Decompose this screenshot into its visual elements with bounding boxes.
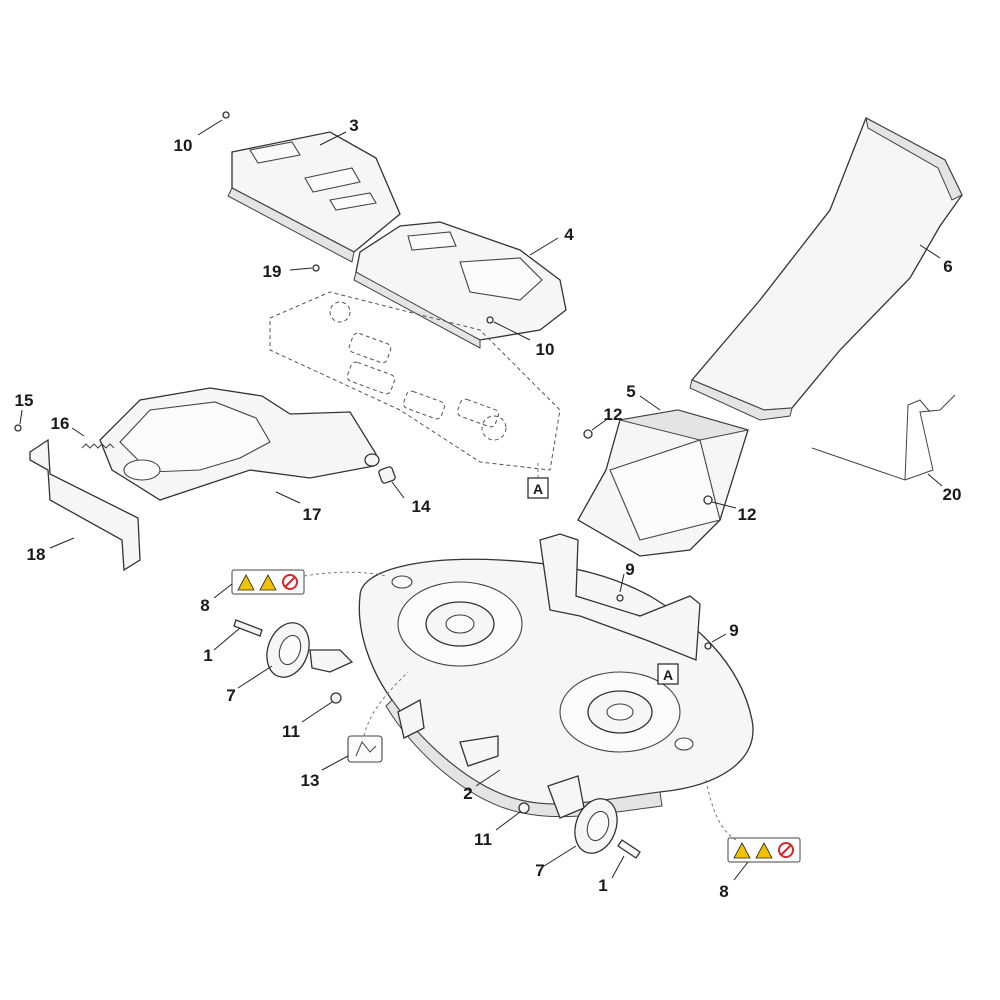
part-3-cover [227,131,401,263]
reference-box-a-top: A [527,477,549,499]
reference-box-a-deck: A [657,663,679,685]
callout-12: 12 [738,505,757,524]
callout-2: 2 [463,784,472,803]
part-5-adapter [577,409,749,557]
nut-12-right [703,495,713,505]
callout-17: 17 [303,505,322,524]
part-14-bushing [378,466,396,484]
callout-14: 14 [412,497,431,516]
part-7-wheel-left [266,622,310,678]
part-7-wheel-right [574,798,618,854]
callout-13: 13 [301,771,320,790]
part-20-rod [811,394,956,481]
callout-10: 10 [174,136,193,155]
callout-4: 4 [564,225,574,244]
callout-3: 3 [349,116,358,135]
reference-label: A [663,667,673,683]
callout-9: 9 [625,560,634,579]
callout-11: 11 [282,722,300,741]
part-2-deck [309,533,754,819]
part-1-bolt-right [617,839,641,859]
callout-19: 19 [263,262,282,281]
nut-11-right [518,802,530,814]
callout-7: 7 [226,686,235,705]
callout-6: 6 [943,257,952,276]
screw-10-front [486,316,494,324]
screw-19 [312,264,320,272]
callout-16: 16 [51,414,70,433]
part-17-deflector [99,387,380,501]
part-8-warning-decal-bottom [727,837,801,863]
part-18-bracket [29,438,141,572]
callout-11: 11 [474,830,492,849]
part-6-chute [689,117,963,421]
callout-18: 18 [27,545,46,564]
callout-20: 20 [943,485,962,504]
callout-12: 12 [604,405,623,424]
part-1-bolt-left [233,619,263,637]
mounting-plate-outline [269,291,561,471]
part-16-spring [81,443,115,449]
nut-12-left [583,429,593,439]
callout-8: 8 [719,882,728,901]
part-4-cover [353,221,567,349]
callout-labels: 10 3 4 19 10 6 15 16 17 14 18 5 12 12 20… [15,116,962,901]
callout-5: 5 [626,382,635,401]
reference-label: A [533,481,543,497]
callout-1: 1 [203,646,212,665]
callout-10: 10 [536,340,555,359]
callout-15: 15 [15,391,34,410]
screw-10-top [222,111,230,119]
callout-7: 7 [535,861,544,880]
callout-8: 8 [200,596,209,615]
nut-9-lower [704,642,712,650]
nut-9-upper [616,594,624,602]
leader-lines [19,119,943,881]
part-8-warning-decal-top [231,569,305,595]
screw-15 [14,424,22,432]
nut-11-left [330,692,342,704]
part-13-decal [347,735,383,763]
callout-9: 9 [729,621,738,640]
callout-1: 1 [598,876,607,895]
